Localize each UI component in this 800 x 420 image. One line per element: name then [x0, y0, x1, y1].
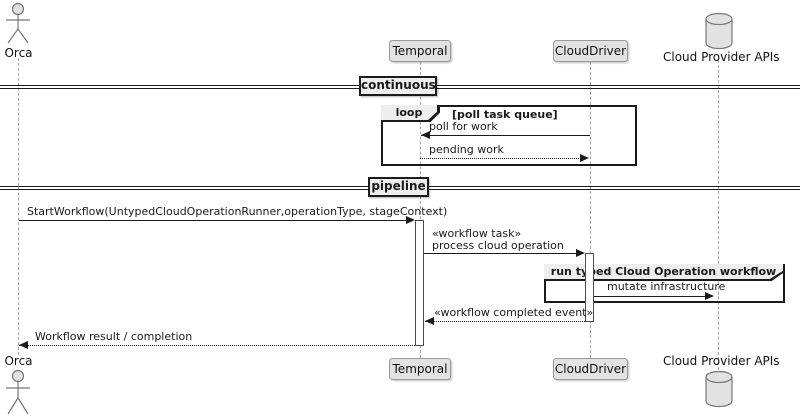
message-workflow-completed-label: «workflow completed event»	[434, 306, 594, 319]
loop-fragment: loop [poll task queue]	[381, 105, 637, 166]
message-mutate-infrastructure-line	[594, 296, 705, 297]
actor-icon	[3, 2, 33, 46]
database-icon	[704, 370, 734, 408]
lifeline-temporal	[420, 62, 421, 358]
participant-temporal-top: Temporal	[389, 40, 451, 62]
message-start-workflow-label: StartWorkflow(UntypedCloudOperationRunne…	[27, 205, 448, 218]
message-workflow-task-line	[424, 253, 576, 254]
message-pending-work-label: pending work	[429, 143, 504, 156]
participant-clouddriver-bottom: CloudDriver	[553, 358, 628, 380]
group-title-label: run typed Cloud Operation workflow	[544, 264, 783, 279]
actor-icon	[3, 368, 33, 420]
arrowhead-right-icon	[580, 154, 589, 162]
activation-clouddriver	[585, 253, 594, 322]
participant-label-orca-bottom: Orca	[4, 354, 33, 368]
arrowhead-right-icon	[406, 216, 415, 224]
loop-guard-label: [poll task queue]	[452, 108, 558, 121]
lifeline-cloud-apis	[718, 60, 719, 370]
message-pending-work-line	[420, 158, 581, 159]
message-mutate-infrastructure-label: mutate infrastructure	[607, 280, 726, 293]
participant-label-cloud-apis-bottom: Cloud Provider APIs	[663, 354, 780, 368]
arrowhead-left-icon	[425, 317, 434, 325]
message-poll-for-work-label: poll for work	[429, 120, 498, 133]
message-workflow-task-label: process cloud operation	[432, 239, 564, 252]
participant-temporal-bottom: Temporal	[389, 358, 451, 380]
arrowhead-right-icon	[576, 249, 585, 257]
message-workflow-completed-line	[425, 321, 585, 322]
message-start-workflow-line	[19, 220, 407, 221]
activation-temporal	[415, 220, 424, 346]
participant-clouddriver-top: CloudDriver	[553, 40, 628, 62]
lifeline-clouddriver	[590, 62, 591, 358]
participant-label-orca-top: Orca	[4, 46, 33, 60]
message-poll-for-work-line	[421, 135, 590, 136]
message-workflow-task-stereotype: «workflow task»	[432, 227, 522, 240]
arrowhead-left-icon	[421, 131, 430, 139]
database-icon	[704, 12, 734, 50]
divider-pipeline-label: pipeline	[368, 177, 429, 197]
arrowhead-right-icon	[705, 292, 714, 300]
divider-continuous-label: continuous	[359, 76, 437, 96]
message-workflow-result-line	[19, 345, 415, 346]
message-workflow-result-label: Workflow result / completion	[35, 330, 193, 343]
loop-operator-label: loop	[381, 105, 437, 120]
arrowhead-left-icon	[19, 341, 28, 349]
group-fragment: run typed Cloud Operation workflow	[544, 264, 785, 303]
lifeline-orca	[18, 58, 19, 355]
participant-label-cloud-apis-top: Cloud Provider APIs	[663, 50, 780, 64]
